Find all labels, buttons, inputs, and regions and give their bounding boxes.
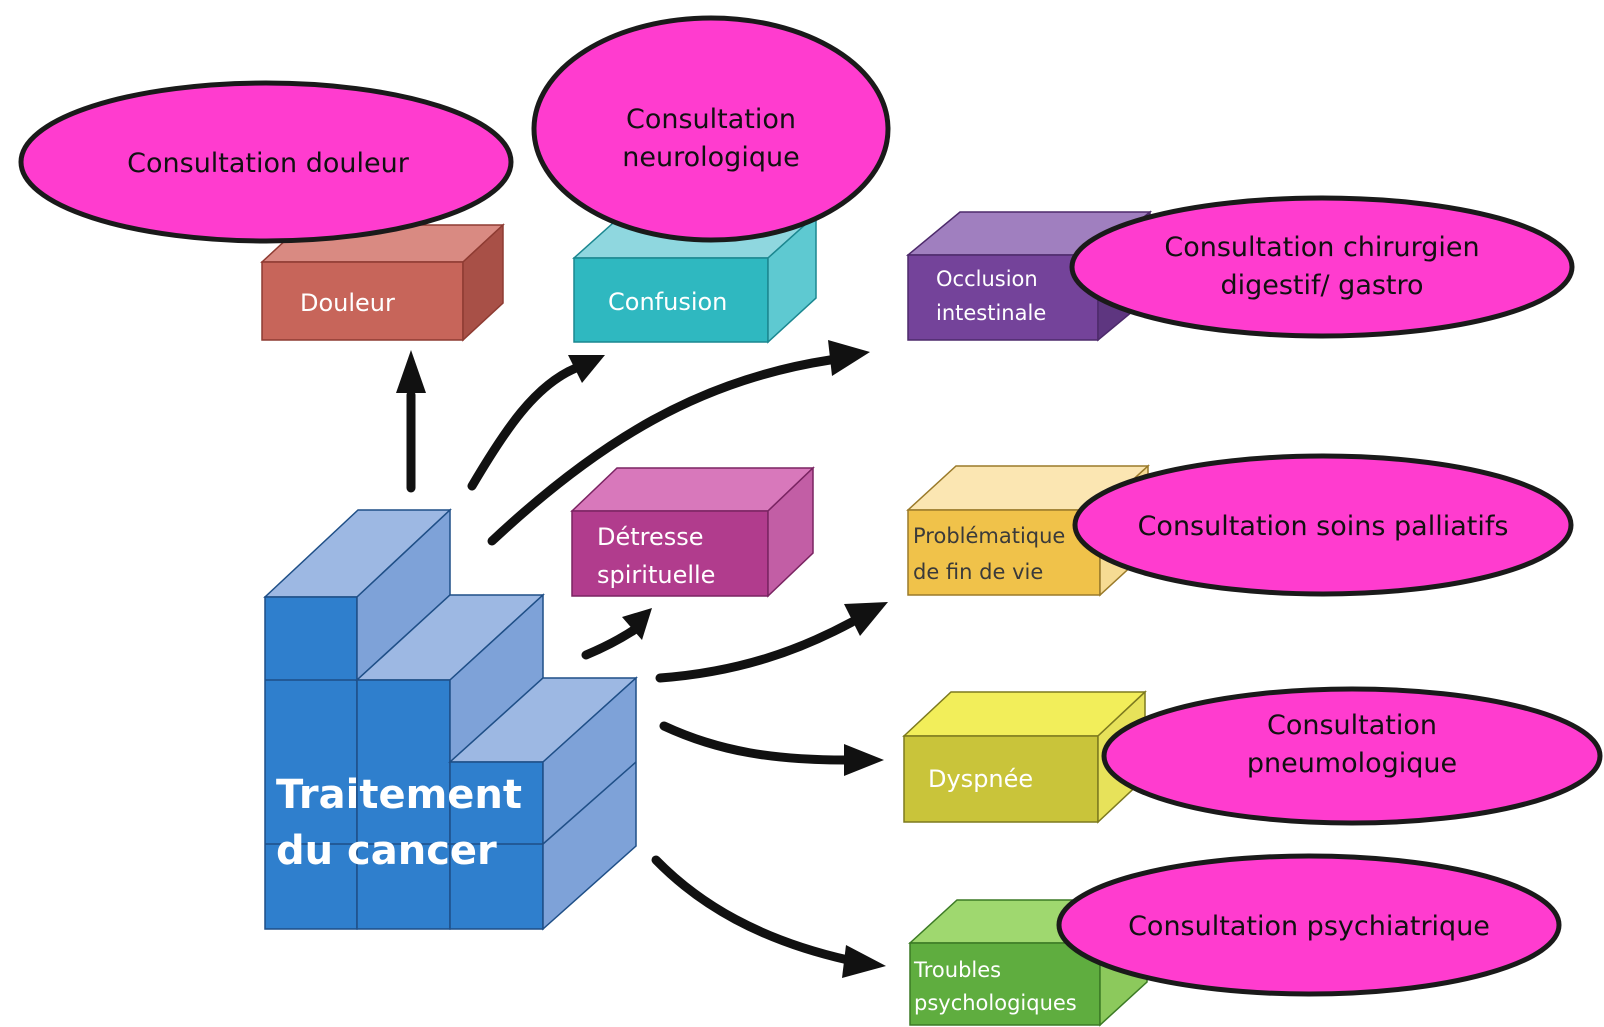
main-block-treatment: Traitement du cancer xyxy=(263,508,638,931)
box-troubles-label-line1: Troubles xyxy=(913,958,1001,982)
box-confusion-side xyxy=(767,213,817,344)
consultation-neuro-text-line1: Consultation xyxy=(626,104,796,135)
arrow-to-occlusion xyxy=(487,355,835,546)
box-douleur-label: Douleur xyxy=(300,289,395,317)
arrow-to-detresse xyxy=(581,621,645,660)
consultation-psychiatrique-ellipse xyxy=(1056,853,1562,997)
consultation-pneumo: Consultation pneumologique xyxy=(1101,686,1603,826)
arrow-to-confusion xyxy=(467,363,581,491)
consultation-pneumo-text-line2: pneumologique xyxy=(1247,748,1457,779)
box-detresse-front xyxy=(571,510,769,597)
consultation-douleur-ellipse xyxy=(18,80,514,244)
box-dyspnee-label: Dyspnée xyxy=(928,765,1033,793)
box-fin-de-vie-label-line1: Problématique xyxy=(913,524,1065,548)
consultation-douleur-text: Consultation douleur xyxy=(127,148,410,179)
consultation-pneumo-text-line1: Consultation xyxy=(1267,710,1437,741)
consultation-palliatifs: Consultation soins palliatifs xyxy=(1072,453,1574,597)
arrowhead-dyspnee xyxy=(844,744,884,776)
box-detresse-side xyxy=(767,466,814,598)
arrowhead-occlusion xyxy=(828,340,870,376)
consultation-chirurgien-text-line1: Consultation chirurgien xyxy=(1164,232,1479,263)
box-fin-de-vie: Problématique de fin de vie xyxy=(906,464,1150,597)
main-block-label-line1: Traitement xyxy=(276,772,522,818)
main-block-label-line2: du cancer xyxy=(276,828,497,874)
box-douleur-side xyxy=(462,223,504,342)
box-fin-de-vie-label-line2: de fin de vie xyxy=(913,560,1043,584)
arrow-to-fin-de-vie xyxy=(655,617,857,683)
arrows xyxy=(396,340,888,978)
consultation-chirurgien-ellipse xyxy=(1069,195,1575,339)
box-occlusion-label-line1: Occlusion xyxy=(936,267,1038,291)
consultation-neuro-text-line2: neurologique xyxy=(622,142,799,173)
arrow-to-troubles xyxy=(651,855,853,965)
arrowhead-douleur xyxy=(396,350,426,393)
consultation-pneumo-ellipse xyxy=(1101,686,1603,826)
main-block-col2-front xyxy=(356,679,451,930)
consultation-psychiatrique-text: Consultation psychiatrique xyxy=(1128,911,1490,942)
consultation-chirurgien-text-line2: digestif/ gastro xyxy=(1220,270,1423,301)
box-troubles-label-line2: psychologiques xyxy=(914,991,1077,1015)
box-douleur-front xyxy=(261,261,464,341)
box-douleur: Douleur xyxy=(260,223,505,342)
consultation-neuro: Consultation neurologique xyxy=(531,15,891,243)
arrowhead-confusion xyxy=(568,355,605,383)
box-detresse-label-line1: Détresse xyxy=(597,523,704,551)
box-confusion-front xyxy=(573,257,769,343)
consultation-palliatifs-text: Consultation soins palliatifs xyxy=(1138,511,1509,542)
box-detresse: Détresse spirituelle xyxy=(570,466,815,598)
arrowhead-fin-de-vie xyxy=(844,602,888,636)
box-troubles-front xyxy=(909,942,1101,1026)
box-fin-de-vie-front xyxy=(907,509,1101,596)
main-block-col1-front xyxy=(264,596,358,930)
box-confusion-label: Confusion xyxy=(608,288,727,316)
box-occlusion-front xyxy=(907,254,1099,341)
arrowhead-detresse xyxy=(622,608,652,640)
arrow-to-dyspnee xyxy=(659,721,851,765)
box-dyspnee-front xyxy=(903,735,1099,823)
consultation-douleur: Consultation douleur xyxy=(18,80,514,244)
box-detresse-label-line2: spirituelle xyxy=(597,561,715,589)
box-occlusion-label-line2: intestinale xyxy=(936,301,1046,325)
arrowhead-troubles xyxy=(842,945,886,978)
consultation-neuro-ellipse xyxy=(531,15,891,243)
consultation-chirurgien: Consultation chirurgien digestif/ gastro xyxy=(1069,195,1575,339)
consultation-palliatifs-ellipse xyxy=(1072,453,1574,597)
consultation-psychiatrique: Consultation psychiatrique xyxy=(1056,853,1562,997)
main-block-col3-front xyxy=(449,761,544,930)
